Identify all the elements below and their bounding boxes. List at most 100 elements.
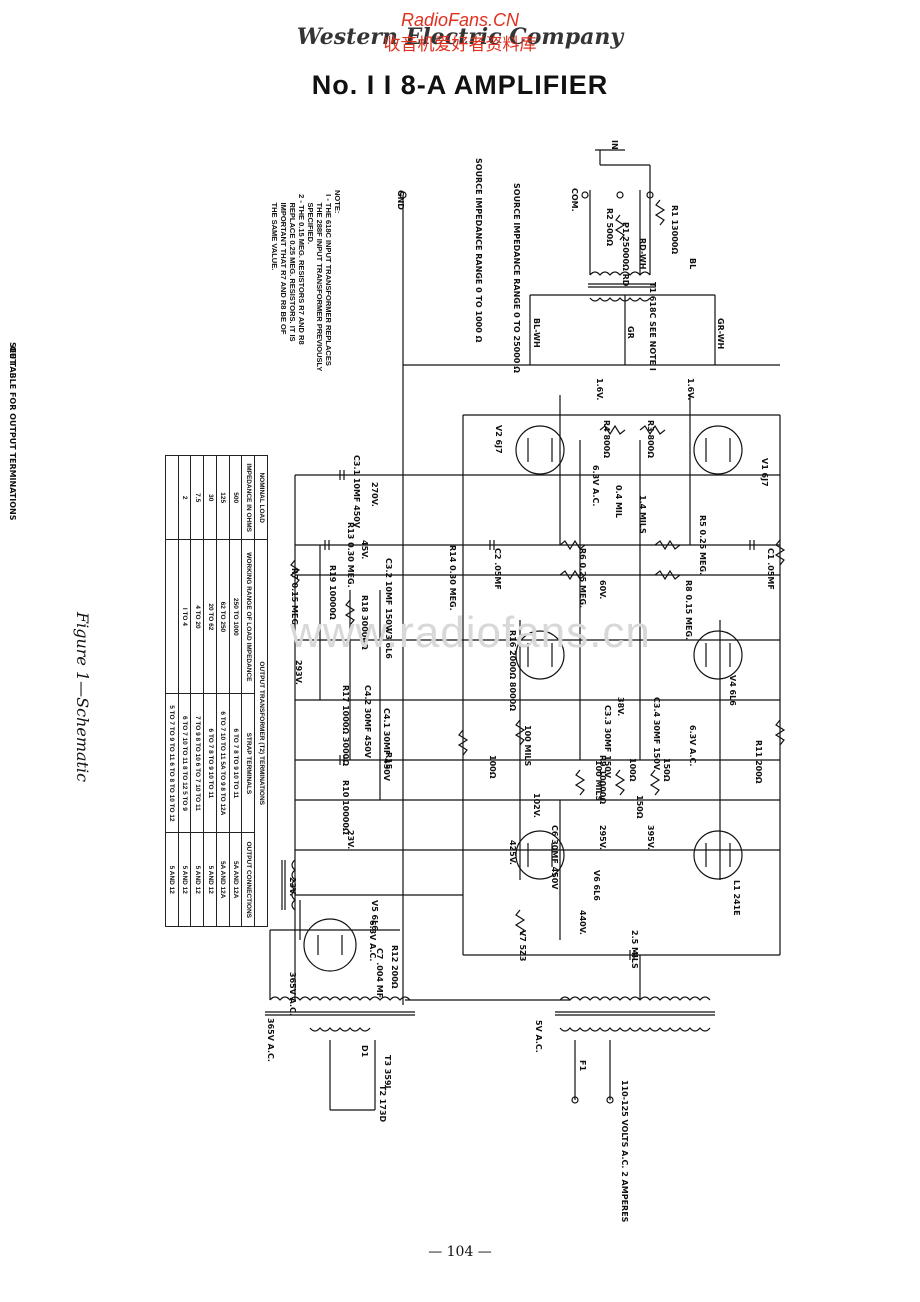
component-label: C1 .05MF: [766, 548, 775, 590]
table-cell: [165, 539, 179, 694]
component-label: R6 0.25 MEG.: [578, 548, 587, 608]
component-label: 102V.: [532, 793, 541, 818]
table-cell: 7 TO 9 8 TO 10 6 TO 7 10 TO 11: [191, 693, 204, 833]
component-label: V6 6L6: [592, 870, 601, 901]
component-label: C4.1 30MF 450V: [382, 708, 391, 782]
component-label: 270V.: [370, 482, 379, 507]
component-label: 45V.: [360, 540, 369, 559]
component-label: R8 0.15 MEG.: [684, 580, 693, 640]
table-row: 7.5 4 TO 20 7 TO 9 8 TO 10 6 TO 7 10 TO …: [191, 455, 204, 927]
component-label: R11 200Ω: [754, 740, 763, 784]
component-label: R13 0.30 MEG.: [346, 522, 355, 588]
component-label: R4 800Ω: [602, 420, 611, 458]
table-cell: 5 AND 12: [165, 832, 179, 927]
component-label: GR: [626, 326, 635, 339]
component-label: 23V.: [288, 877, 297, 896]
table-cell: 4 TO 20: [191, 539, 204, 694]
component-label: C3.1 10MF 450V: [352, 455, 361, 529]
component-label: 6.3V A.C.: [368, 920, 377, 961]
table-cell: 6 TO 7 8 TO 9 10 TO 11: [203, 693, 217, 833]
component-label: 38V.: [616, 697, 625, 716]
component-label: 6.3V A.C.: [591, 465, 600, 506]
component-label: 295V.: [598, 825, 607, 850]
component-label: 100Ω: [628, 758, 637, 782]
component-label: GND: [396, 190, 405, 210]
watermark-site: RadioFans.CN: [400, 10, 520, 30]
component-label: R14 0.30 MEG.: [448, 545, 457, 611]
component-label: 100 MILS: [523, 725, 532, 767]
component-label: R12 200Ω: [390, 945, 399, 989]
table-row: 125 62 TO 250 6 TO 7 10 TO 11 5A TO 9 8 …: [216, 455, 230, 927]
component-label: R7 0.15 MEG.: [290, 568, 299, 628]
component-label: C3.4 30MF 150V: [652, 697, 661, 771]
component-label: R17 1000Ω 3000Ω: [341, 685, 350, 766]
table-cell: 250 TO 1000: [229, 539, 242, 694]
component-label: 395V.: [646, 825, 655, 850]
component-label: 100 MILS: [594, 760, 603, 802]
component-label: D1: [360, 1045, 369, 1058]
component-label: 100Ω: [488, 755, 497, 779]
figure-caption-box: Figure 1—Schematic: [73, 612, 114, 792]
component-label: C6 30MF 450V: [550, 825, 559, 890]
component-label: 150Ω: [635, 795, 644, 819]
component-label: R2 500Ω: [605, 208, 614, 246]
component-label: R9 10000Ω: [598, 755, 607, 804]
component-label: BL: [688, 258, 697, 269]
component-label: V5 6L6: [370, 900, 379, 931]
table-cell: 5A AND 12A: [216, 832, 230, 927]
table-cell: 500: [229, 455, 242, 540]
component-label: R3 800Ω: [646, 420, 655, 458]
component-label: V3 6L6: [384, 628, 393, 659]
component-label: L1 241E: [732, 880, 741, 916]
component-label: BL-WH: [532, 318, 541, 348]
component-label: GR-WH: [716, 318, 725, 349]
component-label: SEE TABLE FOR OUTPUT TERMINATIONS: [8, 342, 17, 521]
component-label: 150Ω: [662, 758, 671, 782]
component-label: 2.5 MILS: [630, 930, 639, 969]
component-label: R1 13000Ω: [670, 205, 679, 254]
component-label: T2 173D: [378, 1085, 387, 1123]
component-label: SOURCE IMPEDANCE RANGE 0 TO 25000 Ω: [512, 183, 521, 373]
page-number: — 104 —: [428, 1244, 492, 1260]
component-label: 110-125 VOLTS A.C. 2 AMPERES: [620, 1080, 629, 1223]
component-label: C7 .004 MF: [375, 948, 384, 998]
table-cell: 6 TO 7 10 TO 11 8 TO 12 5 TO 9: [178, 693, 191, 833]
table-cell: 20 TO 62: [203, 539, 217, 694]
notes-text: NOTE: I - THE 618C INPUT TRANSFORMER REP…: [270, 190, 342, 372]
table-cell: I TO 4: [178, 539, 191, 694]
component-label: 1.6V.: [595, 378, 604, 400]
component-label: 5V A.C.: [534, 1020, 543, 1053]
table-col-strap: STRAP TERMINALS: [242, 693, 255, 833]
component-label: V4 6L6: [728, 675, 737, 706]
component-label: T3 359L: [383, 1055, 392, 1091]
output-termination-table: NOMINAL LOAD OUTPUT TRANSFORMER (T2) TER…: [165, 455, 268, 927]
component-label: R15: [384, 752, 393, 770]
component-label: 6.3V A.C.: [688, 725, 697, 766]
table-cell: 2: [178, 455, 191, 540]
table-row: 30 20 TO 62 6 TO 7 8 TO 9 10 TO 11 5 AND…: [203, 455, 217, 927]
component-label: RD-WH: [638, 238, 647, 269]
component-label: 0.4 MIL: [614, 485, 623, 518]
table-cell: 62 TO 250: [216, 539, 230, 694]
component-label: 23V.: [346, 830, 355, 849]
component-label: C4.2 30MF 450V: [363, 685, 372, 759]
component-label: R18 30000Ω: [360, 595, 369, 650]
component-label: C3.2 10MF 150V: [384, 558, 393, 632]
table-cell: 5 AND 12: [178, 832, 191, 927]
table-row: 500 250 TO 1000 6 TO 7 8 TO 9 10 TO 11 5…: [229, 455, 242, 927]
component-label: R10 10000Ω: [341, 780, 350, 835]
figure-caption: Figure 1—Schematic: [73, 612, 92, 783]
component-label: C2 .05MF: [493, 548, 502, 590]
table-header-nominal: NOMINAL LOAD: [254, 455, 268, 540]
table-cell: 5 TO 7 TO 9 TO 11 6 TO 8 TO 10 TO 12: [165, 693, 179, 833]
brand-name: Western Electric Company: [296, 24, 624, 50]
watermark-cn: 收音机爱好者资料库: [383, 35, 537, 55]
table-cell: 7.5: [191, 455, 204, 540]
table-row: 5 TO 7 TO 9 TO 11 6 TO 8 TO 10 TO 12 5 A…: [165, 455, 179, 927]
component-label: V2 6J7: [494, 425, 503, 454]
table-cell: 5 AND 12: [203, 832, 217, 927]
component-label: T1 618C SEE NOTE I: [648, 282, 657, 371]
table-cell: 6 TO 7 8 TO 9 10 TO 11: [229, 693, 242, 833]
component-label: 293V.: [294, 660, 303, 685]
